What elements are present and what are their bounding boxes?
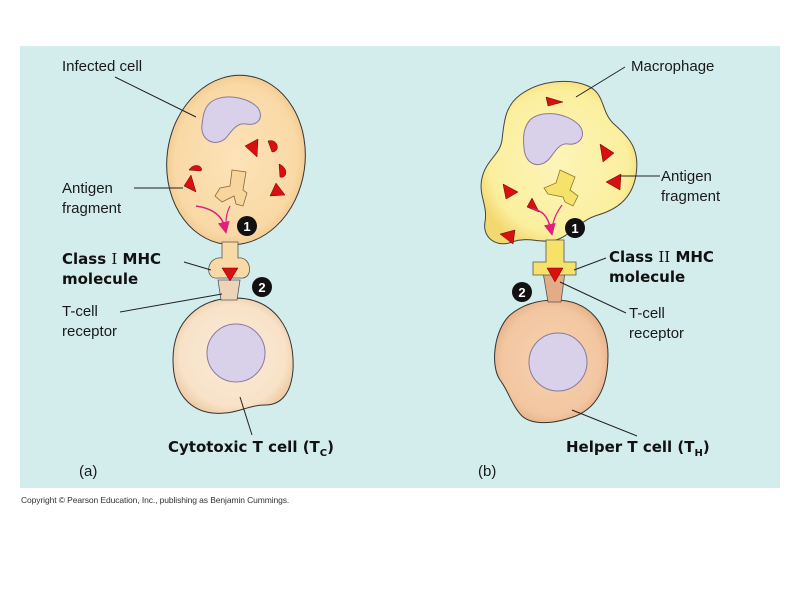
label-antigen-line2-a: fragment — [62, 200, 122, 217]
antigen-fragments-a — [183, 138, 287, 197]
cytotoxic-t-cell-nucleus — [206, 323, 266, 383]
leader-tcr-b — [559, 281, 627, 314]
label-tcr-line2-a: receptor — [62, 323, 117, 340]
processing-arrow-a-tail — [225, 205, 231, 223]
infected-cell — [166, 74, 306, 246]
antigen-fragment — [267, 140, 278, 153]
macrophage-nucleus — [523, 113, 583, 166]
antigen-presented-b — [546, 267, 564, 283]
label-mhc-molecule-b: molecule — [609, 268, 685, 286]
svg-text:2: 2 — [258, 280, 265, 295]
label-infected-cell: Infected cell — [62, 58, 142, 75]
antigen-fragment — [278, 163, 287, 178]
step-2-badge-a: 2 — [252, 277, 272, 297]
antigen-fragments-b — [499, 96, 622, 245]
antigen-fragment — [188, 165, 202, 172]
antigen-protein-b — [543, 169, 579, 207]
antigen-fragment — [502, 183, 519, 200]
copyright-notice: Copyright © Pearson Education, Inc., pub… — [21, 495, 290, 505]
label-tcr-line1-a: T-cell — [62, 303, 98, 320]
svg-text:1: 1 — [571, 221, 578, 236]
processing-arrow-a — [195, 205, 230, 234]
processing-arrow-b-tail — [552, 204, 563, 225]
viral-protein-a — [214, 169, 248, 207]
step-1-badge-b: 1 — [565, 218, 585, 238]
label-class-ii-mhc: Class II MHC — [609, 248, 714, 266]
antigen-fragment — [499, 229, 516, 245]
antigen-fragment — [183, 174, 197, 193]
leader-tc-cell — [239, 396, 253, 436]
antigen-presented-a — [221, 267, 239, 282]
label-macrophage: Macrophage — [631, 58, 714, 75]
label-mhc-molecule-a: molecule — [62, 270, 138, 288]
helper-t-cell-nucleus — [528, 332, 588, 392]
antigen-fragment — [605, 173, 622, 191]
leader-th-cell — [571, 409, 638, 437]
infected-cell-nucleus — [201, 96, 261, 143]
label-antigen-line1-a: Antigen — [62, 180, 113, 197]
panel-label-b: (b) — [478, 463, 496, 480]
step-2-badge-b: 2 — [512, 282, 532, 302]
label-antigen-line2-b: fragment — [661, 188, 721, 205]
svg-text:2: 2 — [518, 285, 525, 300]
label-class-i-mhc: Class I MHC — [62, 250, 161, 268]
class-i-mhc-molecule — [208, 241, 250, 279]
label-antigen-line1-b: Antigen — [661, 168, 712, 185]
class-ii-mhc-molecule — [532, 239, 577, 276]
leader-macrophage — [575, 66, 626, 98]
antigen-fragment — [244, 138, 259, 158]
leader-tcr-a — [119, 293, 223, 313]
macrophage — [480, 80, 638, 245]
antigen-fragment — [269, 182, 286, 197]
label-helper-t-cell: Helper T cell (TH) — [566, 438, 710, 459]
panel-a: 1 2 Infected cell Antigen fragment Class… — [62, 58, 334, 480]
step-1-badge-a: 1 — [237, 216, 257, 236]
label-cytotoxic-t-cell: Cytotoxic T cell (TC) — [168, 438, 334, 459]
panel-label-a: (a) — [79, 463, 97, 480]
processing-arrow-b — [531, 208, 556, 236]
leader-mhc-a — [183, 261, 212, 271]
antigen-fragment — [545, 96, 564, 107]
diagram-background — [20, 46, 780, 488]
label-tcr-line1-b: T-cell — [629, 305, 665, 322]
leader-mhc-b — [573, 257, 607, 271]
antigen-fragment — [599, 143, 615, 163]
t-cell-receptor-a — [217, 279, 241, 301]
svg-text:1: 1 — [243, 219, 250, 234]
label-tcr-line2-b: receptor — [629, 325, 684, 342]
panel-b: 1 2 Macrophage Antigen fragment Class II… — [478, 58, 721, 480]
leader-infected-cell — [114, 76, 197, 118]
